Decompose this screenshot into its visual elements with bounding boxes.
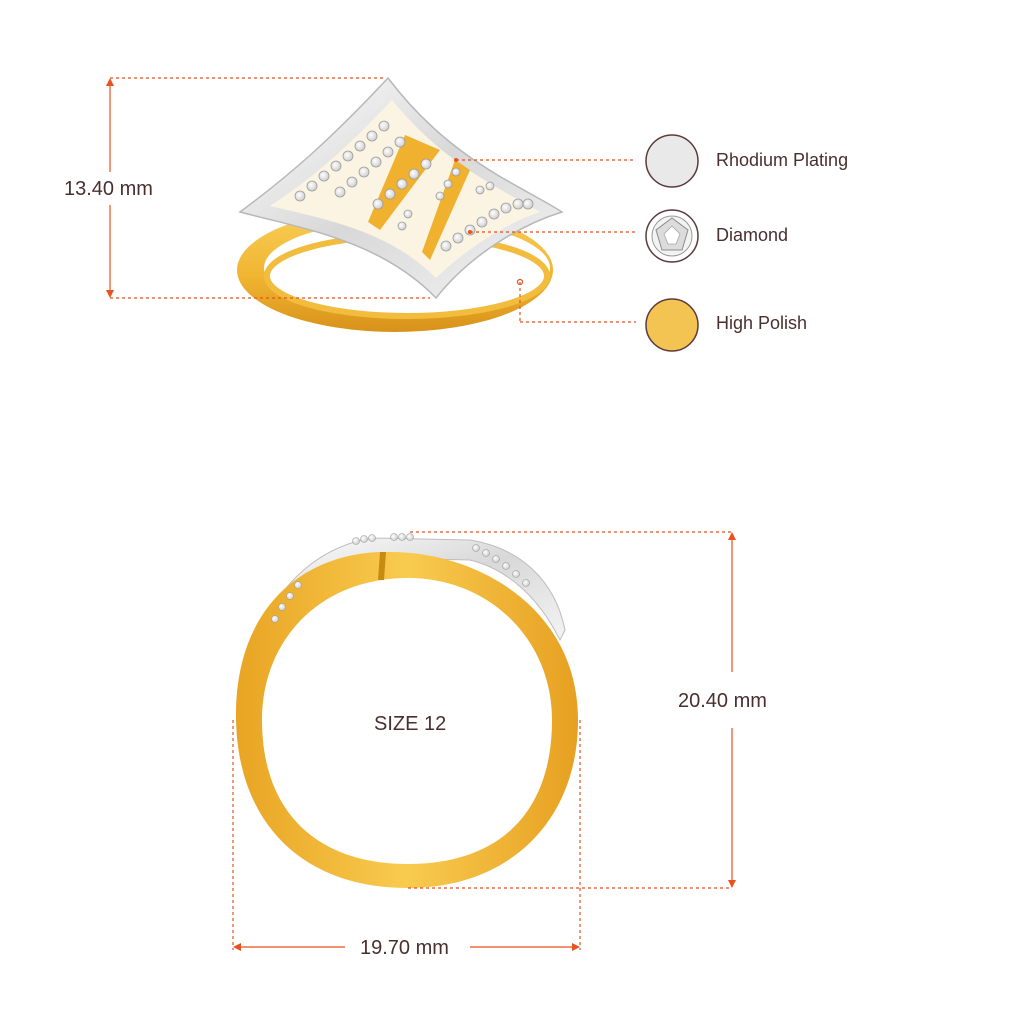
dimension-lines-front — [232, 531, 736, 951]
legend-high-polish-label: High Polish — [716, 313, 808, 333]
gold-swatch-icon — [645, 298, 699, 352]
rhodium-swatch-icon — [645, 134, 699, 188]
legend-diamond-label: Diamond — [716, 225, 789, 245]
front-height-dimension-label: 20.40 mm — [678, 690, 767, 712]
front-pave-diamonds — [271, 533, 530, 623]
front-width-dimension-label: 19.70 mm — [360, 937, 449, 959]
legend — [645, 134, 699, 352]
pave-diamonds — [294, 120, 534, 252]
dimension-lines-top — [106, 77, 636, 323]
ring-front-seam — [378, 552, 386, 580]
ring-top-view — [237, 76, 564, 332]
ring-head-gold-slot — [422, 160, 470, 260]
ring-size-label: SIZE 12 — [374, 713, 447, 735]
top-height-dimension-label: 13.40 mm — [64, 178, 153, 200]
ring-front-view — [236, 533, 578, 888]
diamond-swatch-icon — [645, 209, 699, 263]
legend-rhodium-label: Rhodium Plating — [716, 150, 849, 170]
